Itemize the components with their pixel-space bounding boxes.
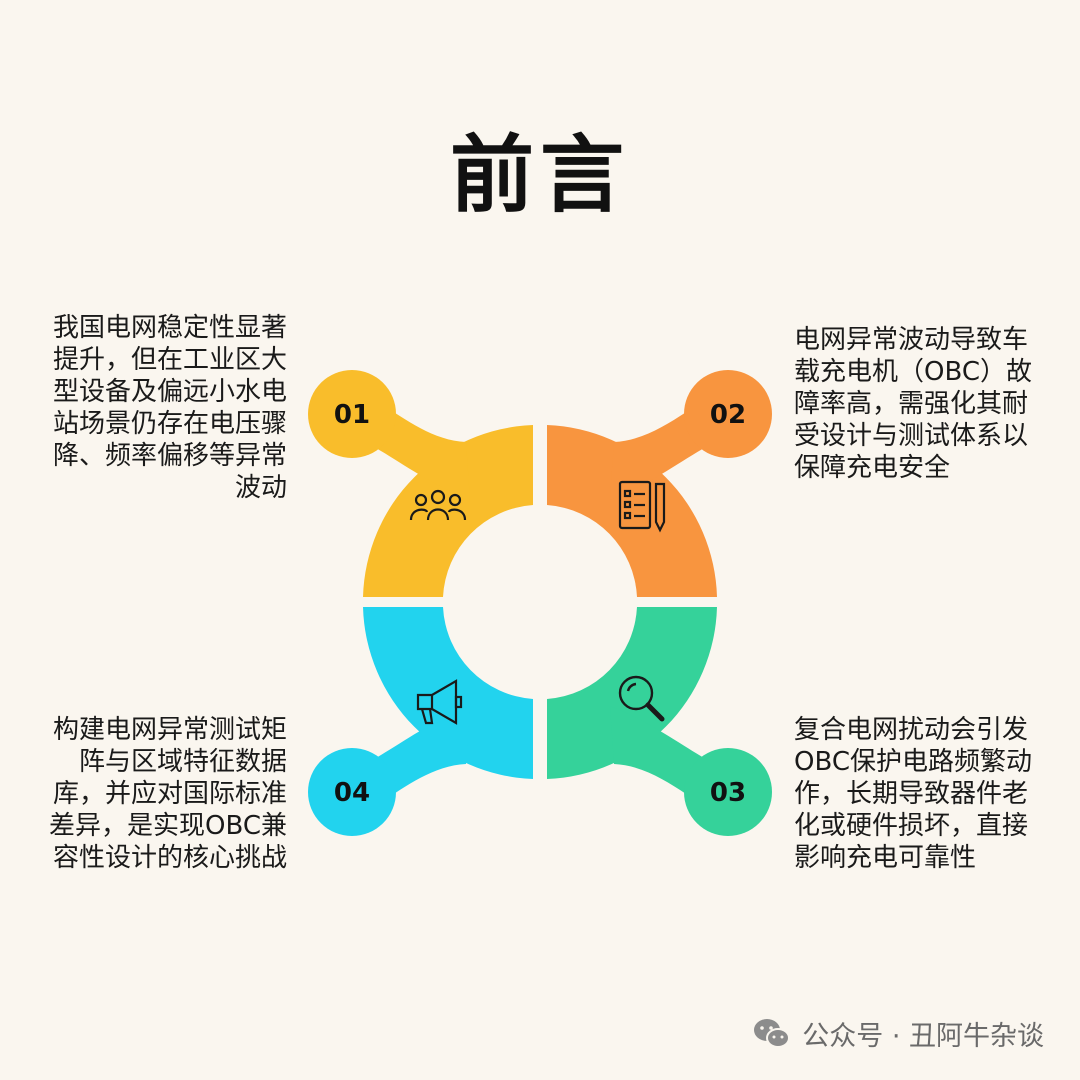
segment-01: 01 [308,370,533,597]
segment-03: 03 [547,607,772,836]
footer-source-text: 公众号 · 丑阿牛杂谈 [802,1021,1044,1052]
description-02: 电网异常波动导致车载充电机（OBC）故障率高，需强化其耐受设计与测试体系以保障充… [794,325,1032,483]
megaphone-icon [416,679,463,725]
checklist-pencil-icon [618,480,666,533]
magnifier-icon [618,675,665,722]
page-title: 前言 [449,126,630,224]
source-footer: 公众号 · 丑阿牛杂谈 [752,1014,1044,1053]
step-number-04: 04 [334,778,370,808]
step-number-03: 03 [710,778,746,808]
description-01: 我国电网稳定性显著提升，但在工业区大型设备及偏远小水电站场景仍存在电压骤降、频率… [52,313,287,503]
people-icon [409,489,467,521]
wechat-icon [754,1018,791,1048]
description-03: 复合电网扰动会引发OBC保护电路频繁动作，长期导致器件老化或硬件损坏，直接影响充… [794,715,1032,873]
description-04: 构建电网异常测试矩阵与区域特征数据库，并应对国际标准差异，是实现OBC兼容性设计… [49,715,287,873]
step-number-01: 01 [334,400,370,430]
segment-04: 04 [308,607,533,836]
step-number-02: 02 [710,400,746,430]
segment-02: 02 [547,370,772,597]
